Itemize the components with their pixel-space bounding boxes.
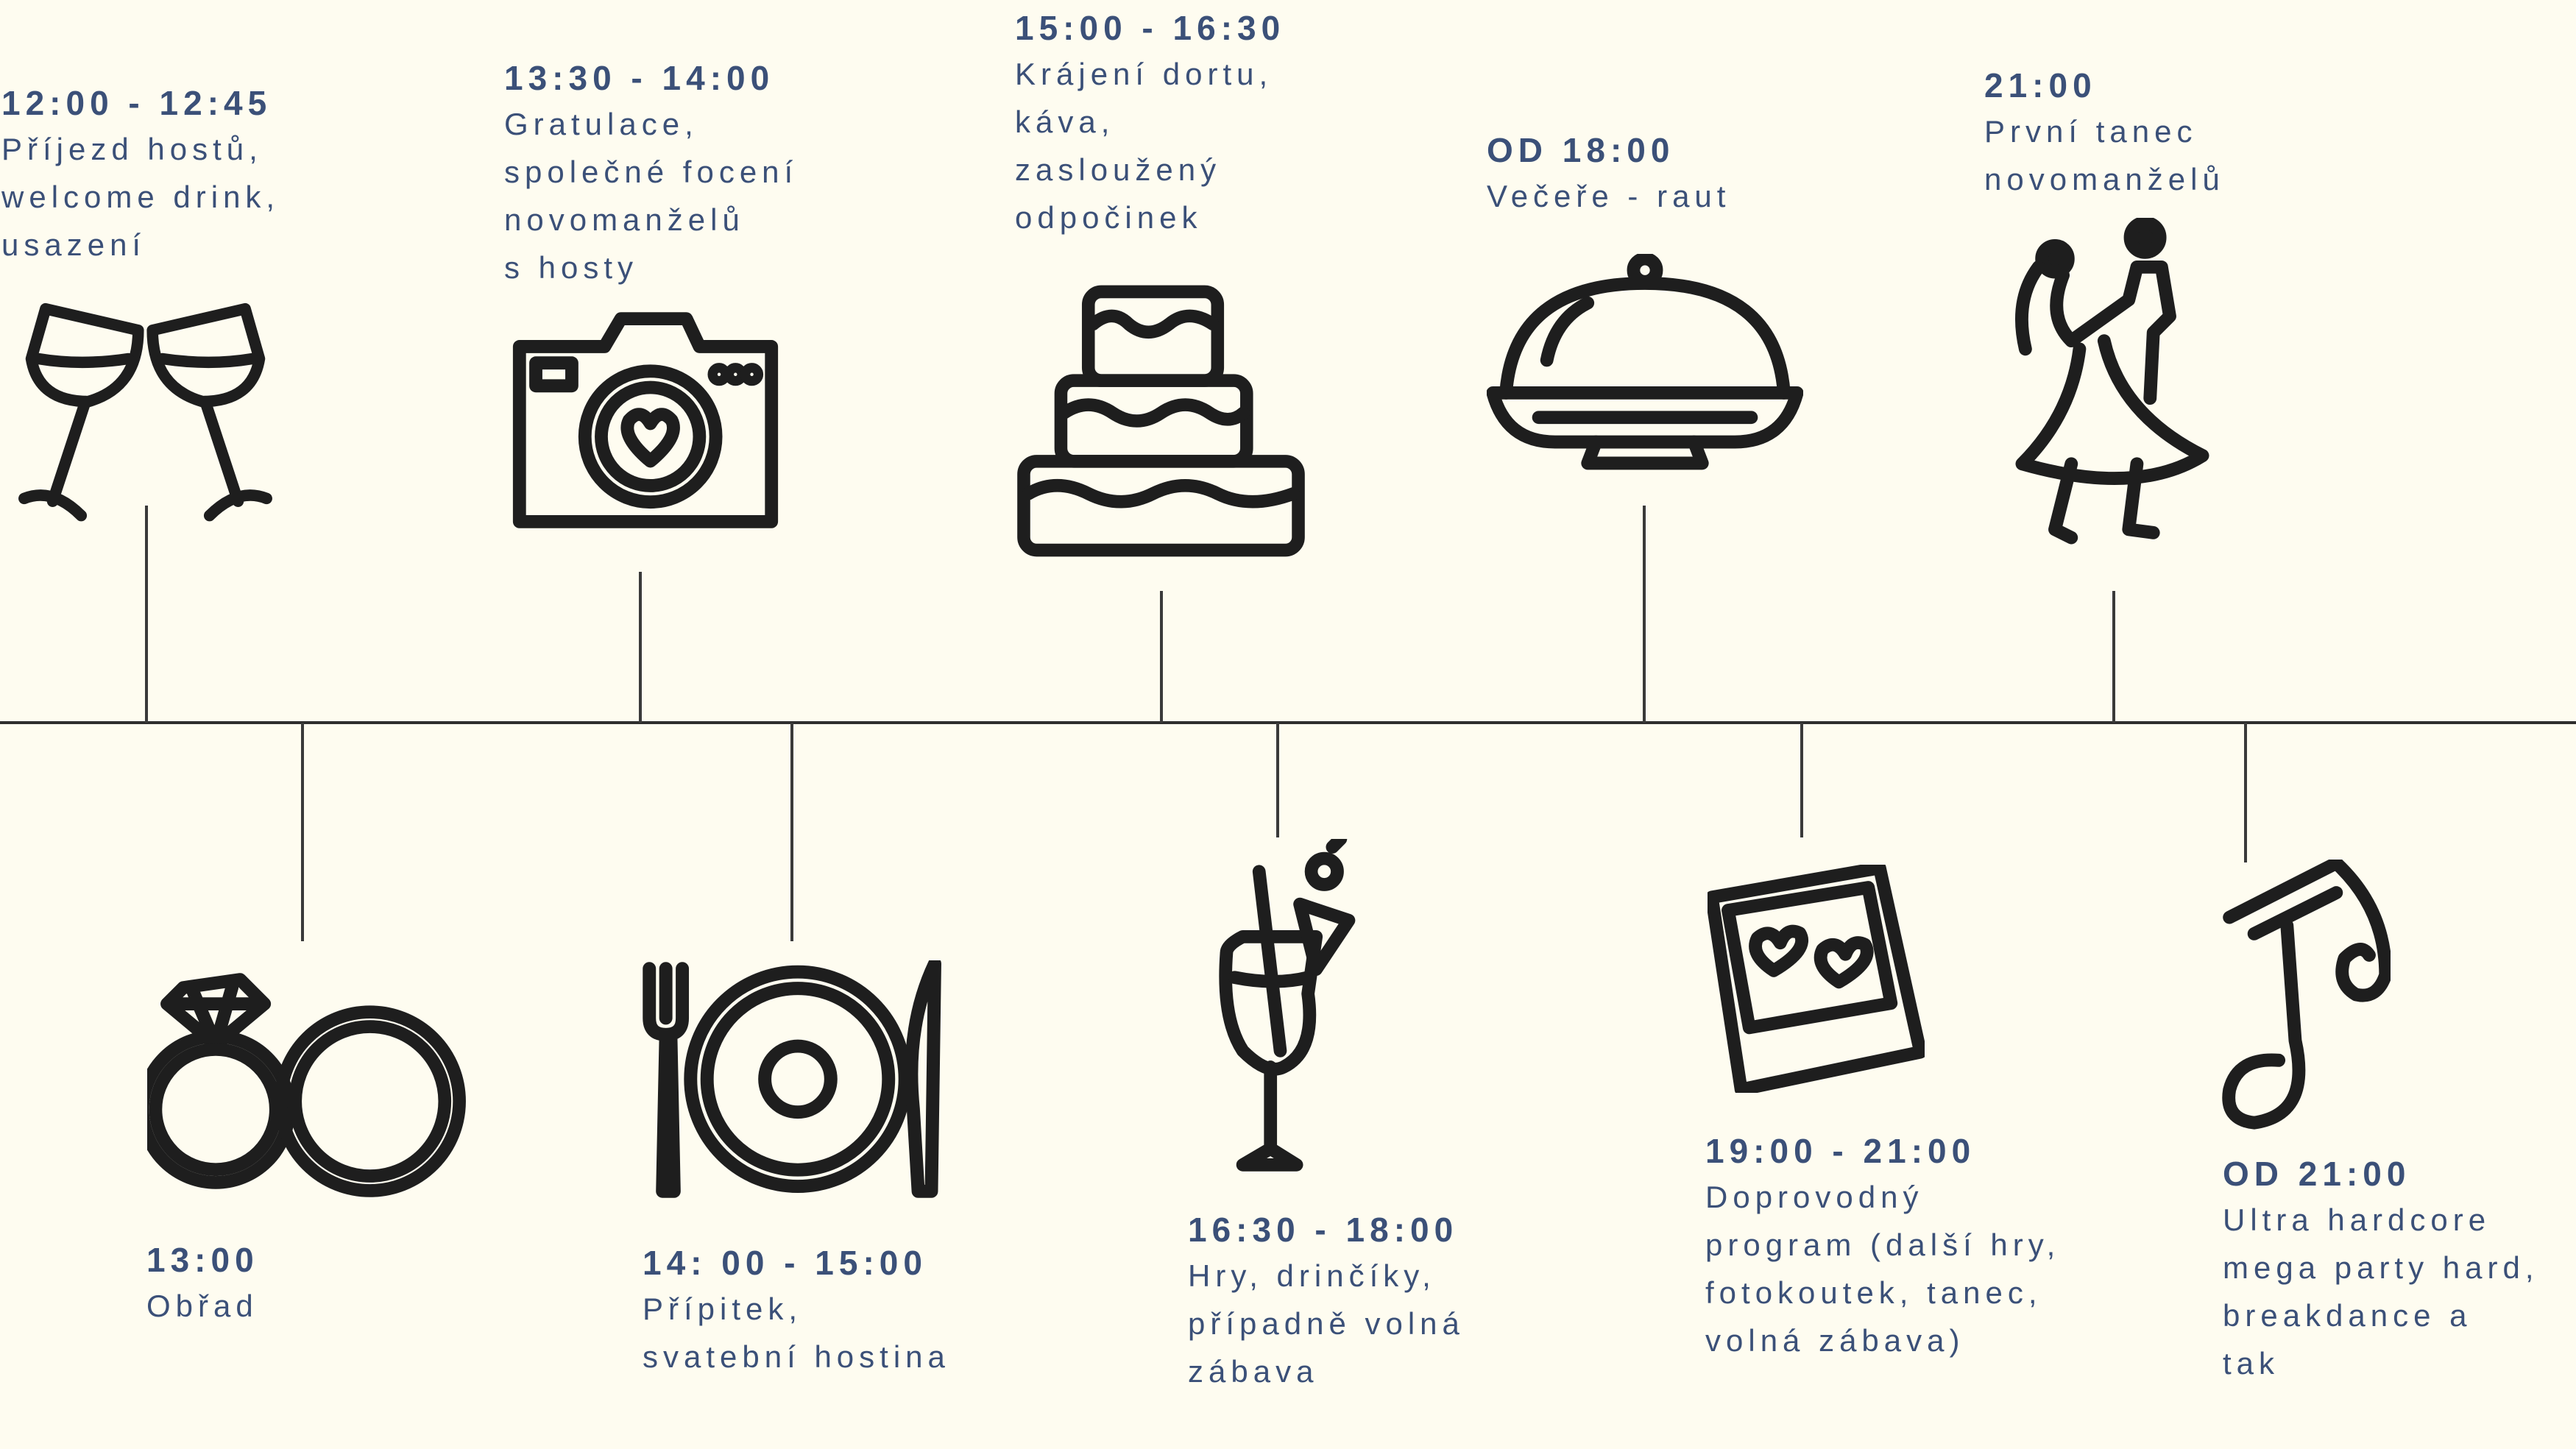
connector xyxy=(301,723,304,941)
event-program: 19:00 - 21:00 Doprovodný program (další … xyxy=(1705,1129,2060,1364)
event-description: Večeře - raut xyxy=(1487,179,1731,213)
connector xyxy=(1800,723,1803,837)
event-description: Hry, drinčíky, případně volná zábava xyxy=(1188,1258,1465,1389)
connector xyxy=(2112,591,2115,723)
connector xyxy=(1643,506,1646,723)
event-first-dance: 21:00 První tanec novomanželů xyxy=(1984,63,2225,203)
timeline-axis xyxy=(0,721,2576,724)
event-arrival: 12:00 - 12:45 Příjezd hostů, welcome dri… xyxy=(1,81,280,269)
event-time: OD 18:00 xyxy=(1487,131,1675,169)
wedding-rings-icon xyxy=(135,971,471,1207)
event-time: 14: 00 - 15:00 xyxy=(643,1244,927,1282)
dancing-couple-icon xyxy=(2003,216,2221,562)
event-description: Ultra hardcore mega party hard, breakdan… xyxy=(2223,1202,2539,1381)
event-time: OD 21:00 xyxy=(2223,1155,2411,1193)
event-ceremony: 13:00 Obřad xyxy=(146,1238,259,1330)
event-description: Doprovodný program (další hry, fotokoute… xyxy=(1705,1180,2061,1358)
event-time: 16:30 - 18:00 xyxy=(1188,1211,1459,1249)
event-toast: 14: 00 - 15:00 Přípitek, svatební hostin… xyxy=(643,1241,950,1381)
event-time: 21:00 xyxy=(1984,66,2097,104)
event-congratulations: 13:30 - 14:00 Gratulace, společné focení… xyxy=(504,56,798,291)
event-time: 13:00 xyxy=(146,1241,259,1279)
connector xyxy=(1160,591,1163,723)
event-description: Gratulace, společné focení novomanželů s… xyxy=(504,107,799,285)
event-description: První tanec novomanželů xyxy=(1984,114,2225,196)
camera-heart-icon xyxy=(506,305,785,535)
cloche-icon xyxy=(1486,252,1804,475)
event-time: 13:30 - 14:00 xyxy=(504,59,775,97)
event-description: Přípitek, svatební hostina xyxy=(643,1292,950,1374)
event-party: OD 21:00 Ultra hardcore mega party hard,… xyxy=(2223,1152,2539,1387)
wedding-cake-icon xyxy=(1016,281,1306,561)
champagne-glasses-icon xyxy=(0,302,291,530)
connector xyxy=(790,723,793,941)
event-time: 19:00 - 21:00 xyxy=(1705,1132,1976,1170)
cocktail-icon xyxy=(1218,832,1365,1181)
connector xyxy=(145,506,148,723)
connector xyxy=(2244,723,2247,862)
event-description: Krájení dortu, káva, zasloužený odpočine… xyxy=(1015,57,1273,235)
polaroid-hearts-icon xyxy=(1705,861,1928,1097)
connector xyxy=(1276,723,1279,837)
event-cake: 15:00 - 16:30 Krájení dortu, káva, zaslo… xyxy=(1015,6,1285,241)
connector xyxy=(639,572,642,723)
music-note-icon xyxy=(2221,856,2393,1130)
event-time: 12:00 - 12:45 xyxy=(1,84,272,122)
event-games: 16:30 - 18:00 Hry, drinčíky, případně vo… xyxy=(1188,1208,1465,1395)
plate-cutlery-icon xyxy=(640,957,942,1200)
event-time: 15:00 - 16:30 xyxy=(1015,9,1286,47)
event-description: Obřad xyxy=(146,1289,258,1323)
event-dinner: OD 18:00 Večeře - raut xyxy=(1487,128,1730,220)
event-description: Příjezd hostů, welcome drink, usazení xyxy=(1,132,280,262)
